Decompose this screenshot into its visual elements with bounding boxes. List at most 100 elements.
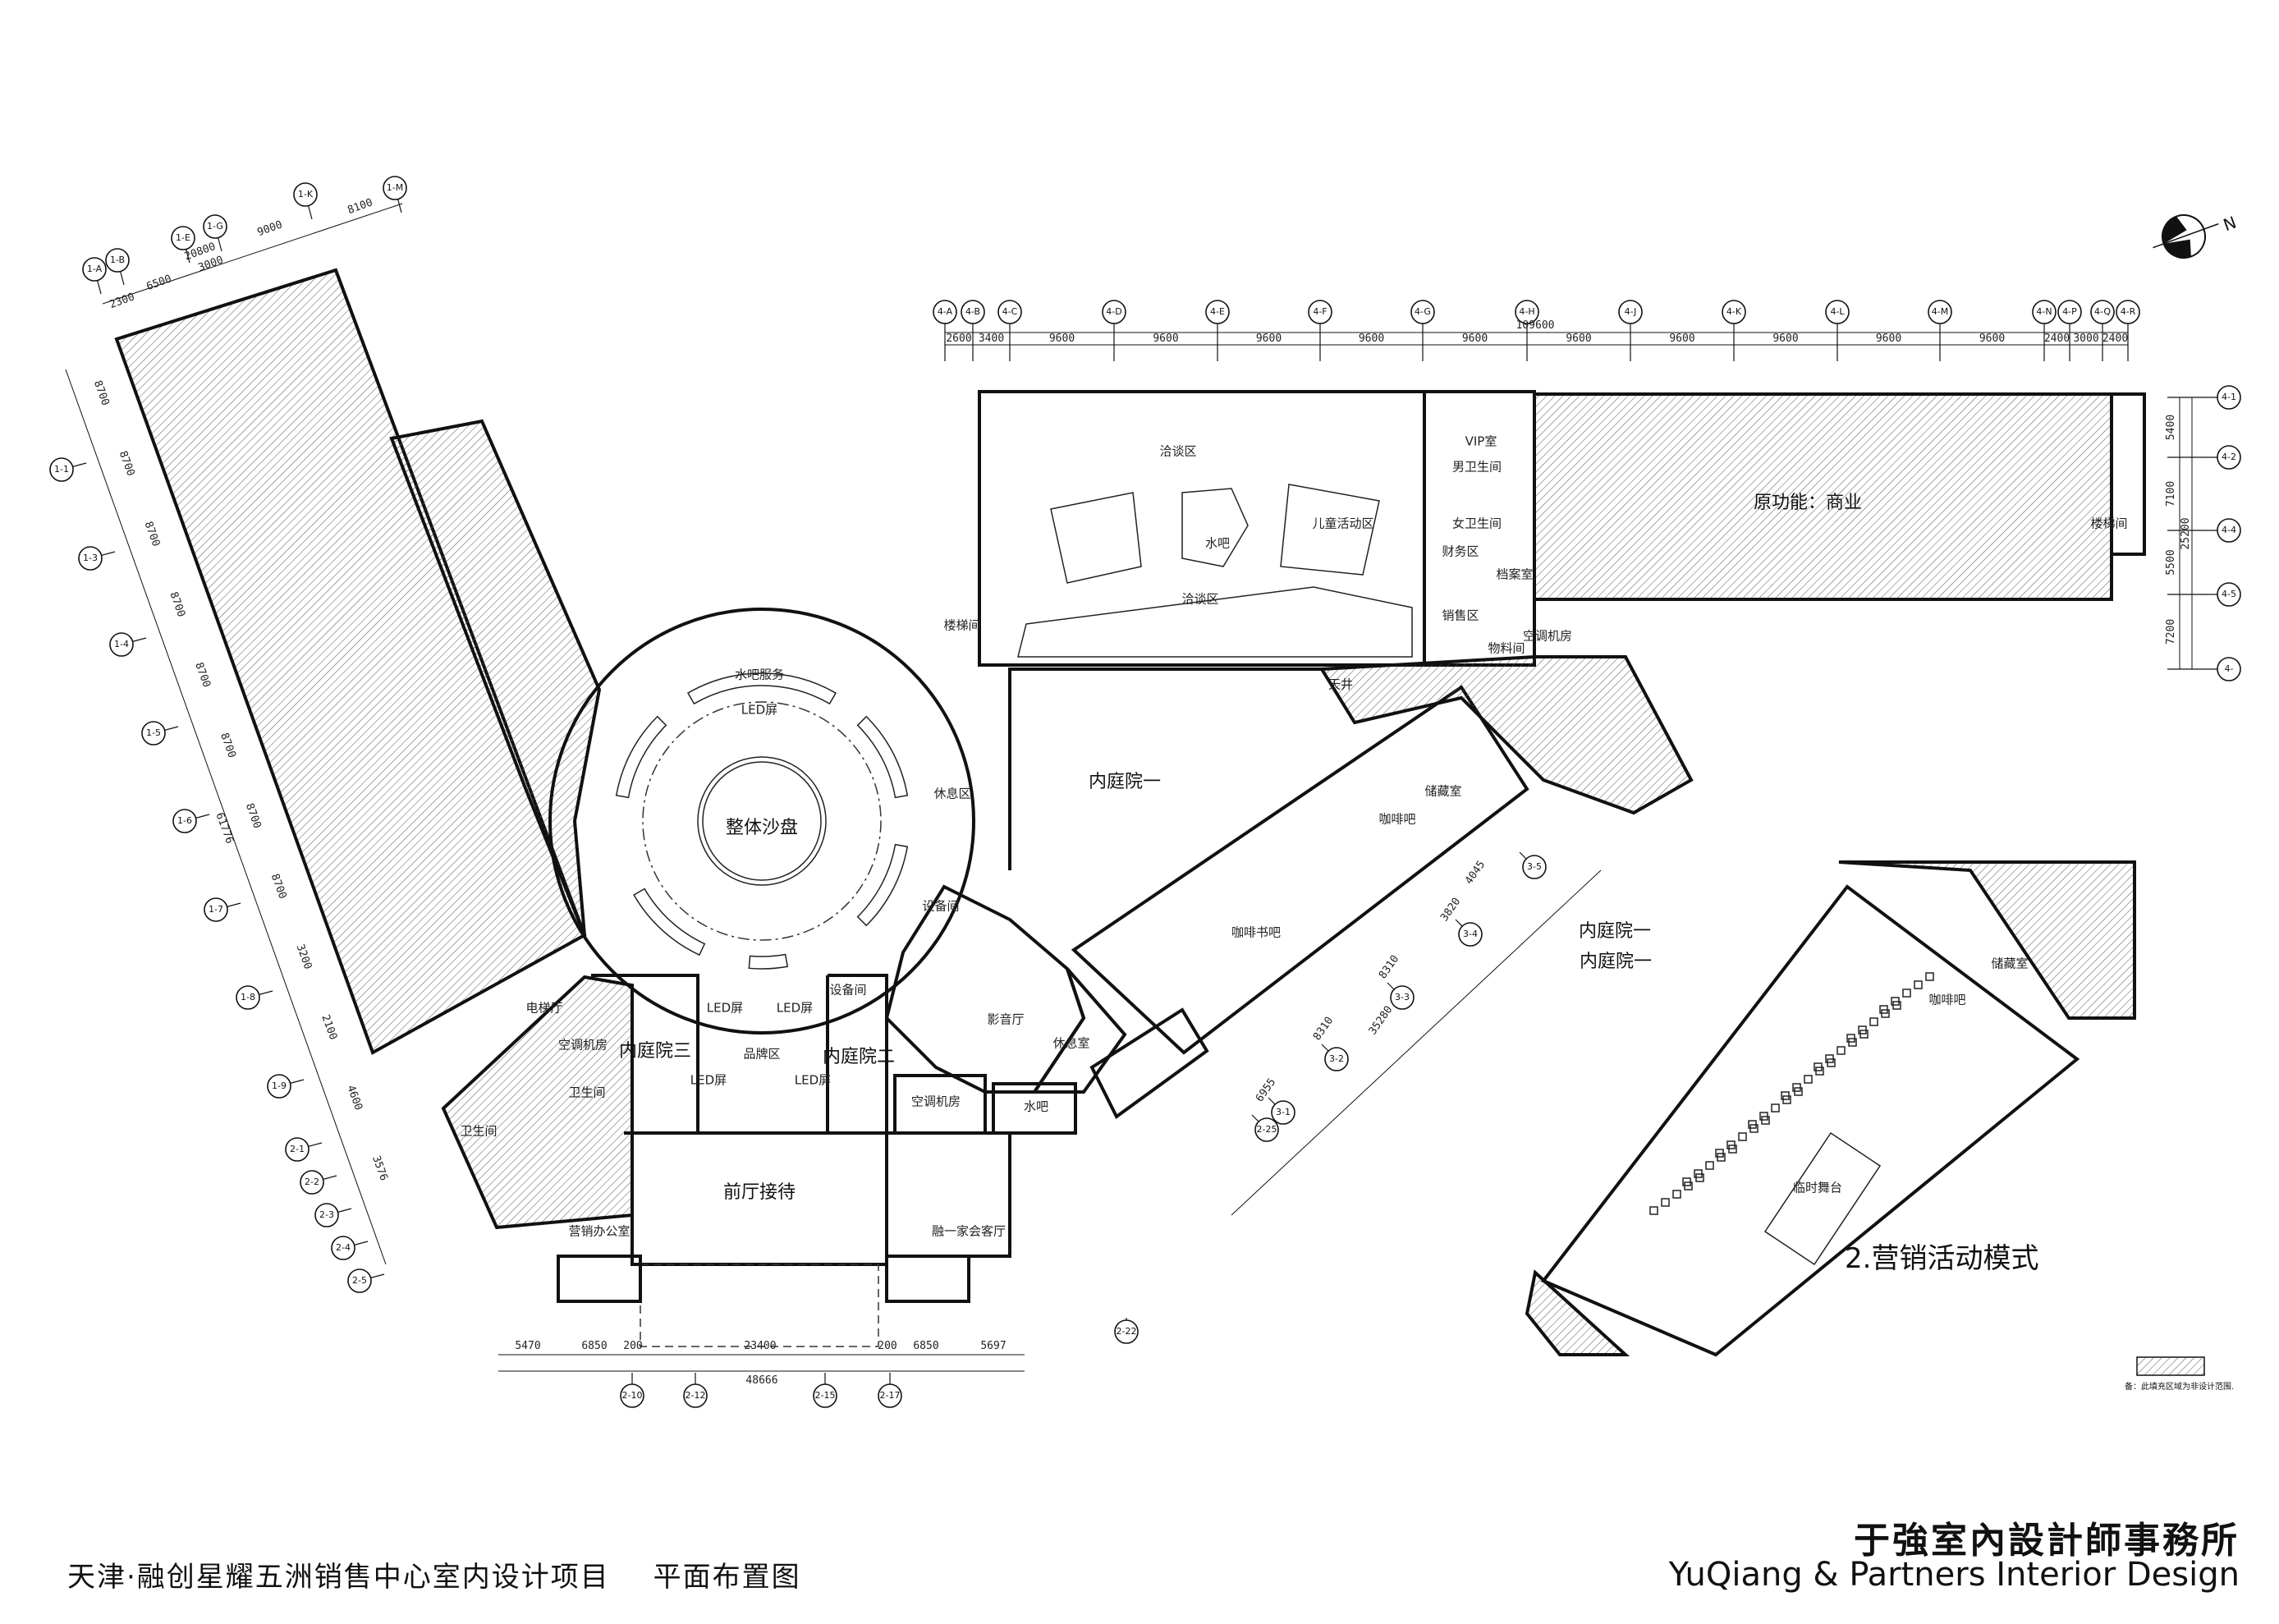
dimension-value: 9600	[1462, 333, 1488, 345]
dimension-value: 8700	[218, 732, 238, 760]
axis-bubble	[1324, 1047, 1349, 1071]
led-screen-arc	[633, 888, 706, 957]
dimension-value: 23400	[744, 1340, 776, 1352]
seat	[1738, 1132, 1747, 1141]
axis-bubble	[1102, 300, 1126, 324]
axis-label: 2-5	[352, 1275, 367, 1286]
axis-bubble	[236, 985, 260, 1010]
room-label: 档案室	[1496, 567, 1533, 582]
axis-bubble	[1271, 1100, 1295, 1125]
room-label: LED屏	[795, 1073, 831, 1088]
dimension-value: 4600	[344, 1084, 365, 1112]
axis-bubble	[1722, 300, 1746, 324]
axis-label: 4-R	[2121, 306, 2136, 317]
inset-room-label: 临时舞台	[1793, 1181, 1842, 1195]
north-arrow-icon: N	[2153, 213, 2239, 259]
water-bar-island	[1181, 488, 1249, 567]
firm-name-cn: 于強室內設計師事務所	[1854, 1520, 2240, 1562]
axis-bubble	[683, 1383, 708, 1408]
dimension-value: 200	[623, 1340, 642, 1352]
dimension-value: 6850	[581, 1340, 607, 1352]
axis-bubble	[141, 721, 166, 745]
dimension-value: 35280	[1367, 1004, 1396, 1038]
axis-bubble	[49, 457, 74, 482]
dimension-value: 8700	[243, 802, 264, 831]
axis-label: 2-3	[319, 1209, 334, 1220]
axis-label: 4-F	[1313, 306, 1327, 317]
axis-label: 1-4	[114, 639, 129, 649]
axis-label: 4-P	[2062, 306, 2077, 317]
dimension-value: 9600	[1049, 333, 1075, 345]
axis-label: 1-6	[177, 815, 192, 826]
right-wedge-hatched	[1318, 655, 1694, 815]
axis-label: 3-2	[1329, 1053, 1344, 1064]
axis-label: 4-L	[1830, 306, 1845, 317]
room-label: 洽谈区	[1159, 444, 1196, 459]
axis-bubble	[2217, 445, 2241, 470]
legend-hatch-swatch	[2136, 1356, 2205, 1376]
negotiation-lower	[1017, 586, 1413, 658]
dimension-value: 6850	[913, 1340, 938, 1352]
axis-bubble	[347, 1268, 372, 1293]
room-label: LED屏	[741, 703, 777, 718]
dimension-value: 3200	[294, 943, 314, 971]
room-label: 休息区	[933, 787, 970, 801]
axis-label: 4-5	[2222, 589, 2236, 599]
room-label: 卫生间	[460, 1124, 497, 1139]
axis-bubble	[1254, 1117, 1279, 1142]
room-label: 水吧服务	[735, 667, 784, 682]
axis-bubble	[878, 1383, 902, 1408]
room-label: 电梯厅	[525, 1001, 562, 1016]
axis-label: 2-22	[1117, 1326, 1137, 1337]
sand-table	[697, 756, 827, 886]
dimension-value: 8700	[268, 872, 289, 901]
axis-bubble	[1618, 300, 1643, 324]
axis-label: 1-7	[209, 904, 223, 915]
bottom-left-protrusion	[557, 1255, 642, 1303]
led-screen-arc	[686, 672, 837, 705]
dimension-value: 5400	[2165, 415, 2177, 440]
commercial-hatched-area	[1533, 392, 2113, 601]
axis-label: 4-C	[1002, 306, 1018, 317]
axis-label: 2-10	[622, 1390, 643, 1401]
seat	[1858, 1025, 1867, 1034]
axis-bubble	[82, 257, 107, 282]
axis-label: 3-1	[1276, 1107, 1291, 1117]
inset-room-label: 储藏室	[1991, 957, 2028, 971]
seat	[1792, 1083, 1801, 1092]
room-label: 咖啡吧	[1378, 812, 1415, 827]
room-label: 品牌区	[743, 1047, 780, 1062]
axis-bubble	[1458, 922, 1483, 947]
dimension-value: 3000	[2073, 333, 2098, 345]
seat	[1771, 1103, 1780, 1112]
dimension-value: 6955	[1254, 1076, 1278, 1104]
room-label: 内庭院一	[1089, 772, 1161, 792]
axis-bubble	[2116, 300, 2140, 324]
dimension-value: 5697	[980, 1340, 1006, 1352]
room-label: 水吧	[1024, 1099, 1048, 1114]
dimension-value: 9600	[1876, 333, 1901, 345]
room-label: 营销办公室	[568, 1224, 630, 1239]
seat	[1879, 1005, 1888, 1014]
kids-area	[1050, 492, 1142, 584]
room-label: 前厅接待	[723, 1182, 796, 1203]
dimension-value: 9600	[1566, 333, 1591, 345]
dimension-value: 2400	[2102, 333, 2128, 345]
axis-bubble	[1825, 300, 1850, 324]
room-label: 儿童活动区	[1312, 516, 1373, 531]
inset-seat-rows	[1649, 972, 1934, 1215]
project-title: 天津·融创星耀五洲销售中心室内设计项目 平面布置图	[67, 1554, 801, 1594]
inset-event-mode	[1525, 860, 2136, 1357]
seat	[1825, 1054, 1834, 1063]
dim-line	[65, 369, 387, 1265]
axis-bubble	[2217, 385, 2241, 410]
axis-bubble	[285, 1137, 310, 1162]
axis-bubble	[300, 1170, 324, 1195]
axis-label: 4-4	[2222, 525, 2236, 535]
av-hall-wall	[884, 884, 1086, 1094]
axis-bubble	[109, 632, 134, 657]
dimension-value: 9600	[1359, 333, 1384, 345]
axis-label: 4-J	[1625, 306, 1637, 317]
room-label: 内庭院一	[1579, 921, 1651, 942]
inset-room-label: 内庭院一	[1580, 952, 1652, 972]
